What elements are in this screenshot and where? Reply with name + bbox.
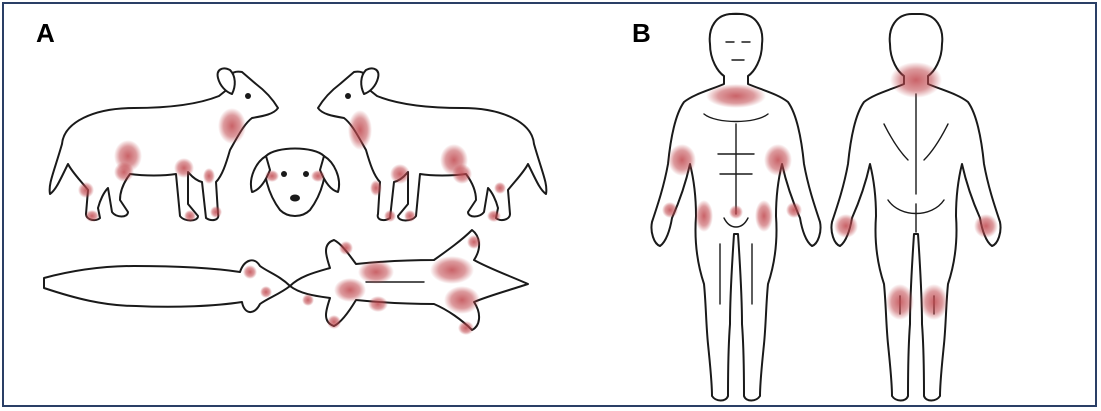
illustration-canvas	[4, 4, 1097, 407]
dog-face-front-view	[251, 149, 339, 217]
dog-ventral-view	[290, 230, 528, 330]
